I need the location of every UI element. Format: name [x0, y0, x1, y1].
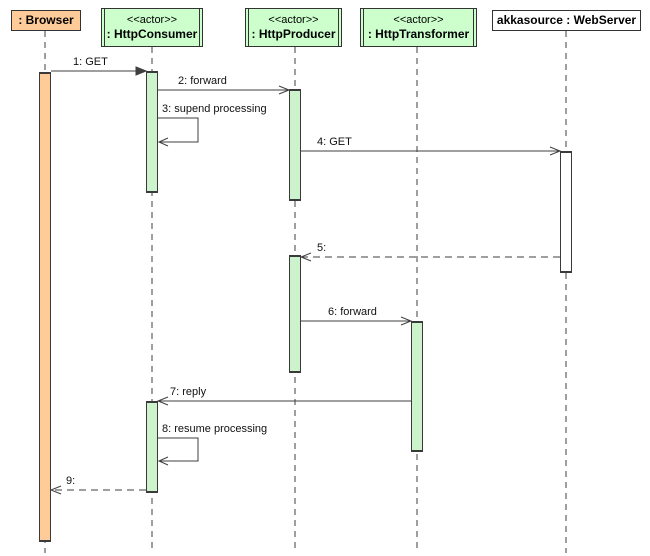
- web-server-box: akkasource : WebServer: [492, 10, 641, 31]
- msg-3-label: 3: supend processing: [162, 103, 267, 115]
- http-transformer-stereotype: <<actor>>: [393, 13, 444, 26]
- browser-box: : Browser: [11, 10, 81, 31]
- msg-6-label: 6: forward: [328, 306, 377, 318]
- msg-8-arrowhead: [157, 456, 169, 466]
- msg-1-arrowhead: [135, 66, 148, 76]
- msg-3-arrowhead: [157, 137, 169, 147]
- http-consumer-name: : HttpConsumer: [106, 26, 198, 41]
- browser-name: : Browser: [18, 13, 74, 27]
- msg-4-label: 4: GET: [317, 136, 352, 148]
- msg-2-label: 2: forward: [178, 75, 227, 87]
- http-transformer-name: : HttpTransformer: [367, 26, 470, 41]
- msg-5-arrowhead: [299, 252, 312, 262]
- producer-activation-2: [289, 255, 301, 373]
- msg-8-label: 8: resume processing: [162, 423, 268, 435]
- http-transformer-box: <<actor>>: HttpTransformer: [360, 8, 477, 47]
- msg-5-label: 5:: [317, 242, 327, 254]
- webserver-activation: [560, 151, 572, 273]
- msg-9-label: 9:: [66, 475, 76, 487]
- web-server-name: akkasource : WebServer: [496, 13, 637, 27]
- msg-7-arrowhead: [156, 396, 169, 406]
- http-producer-name: : HttpProducer: [251, 26, 336, 41]
- http-producer-stereotype: <<actor>>: [268, 13, 319, 26]
- consumer-activation-1: [146, 71, 158, 193]
- consumer-activation-2: [146, 401, 158, 493]
- transformer-activation: [411, 321, 423, 452]
- msg-9-arrowhead: [49, 485, 62, 495]
- msg-1-label: 1: GET: [73, 56, 108, 68]
- producer-activation-1: [289, 89, 301, 201]
- http-consumer-box: <<actor>>: HttpConsumer: [101, 8, 203, 47]
- msg-3-loop-line: [158, 117, 199, 143]
- http-consumer-stereotype: <<actor>>: [126, 13, 178, 26]
- msg-7-label: 7: reply: [170, 386, 207, 398]
- msg-8-loop-line: [158, 437, 199, 462]
- http-producer-box: <<actor>>: HttpProducer: [245, 8, 342, 47]
- browser-activation: [39, 72, 51, 542]
